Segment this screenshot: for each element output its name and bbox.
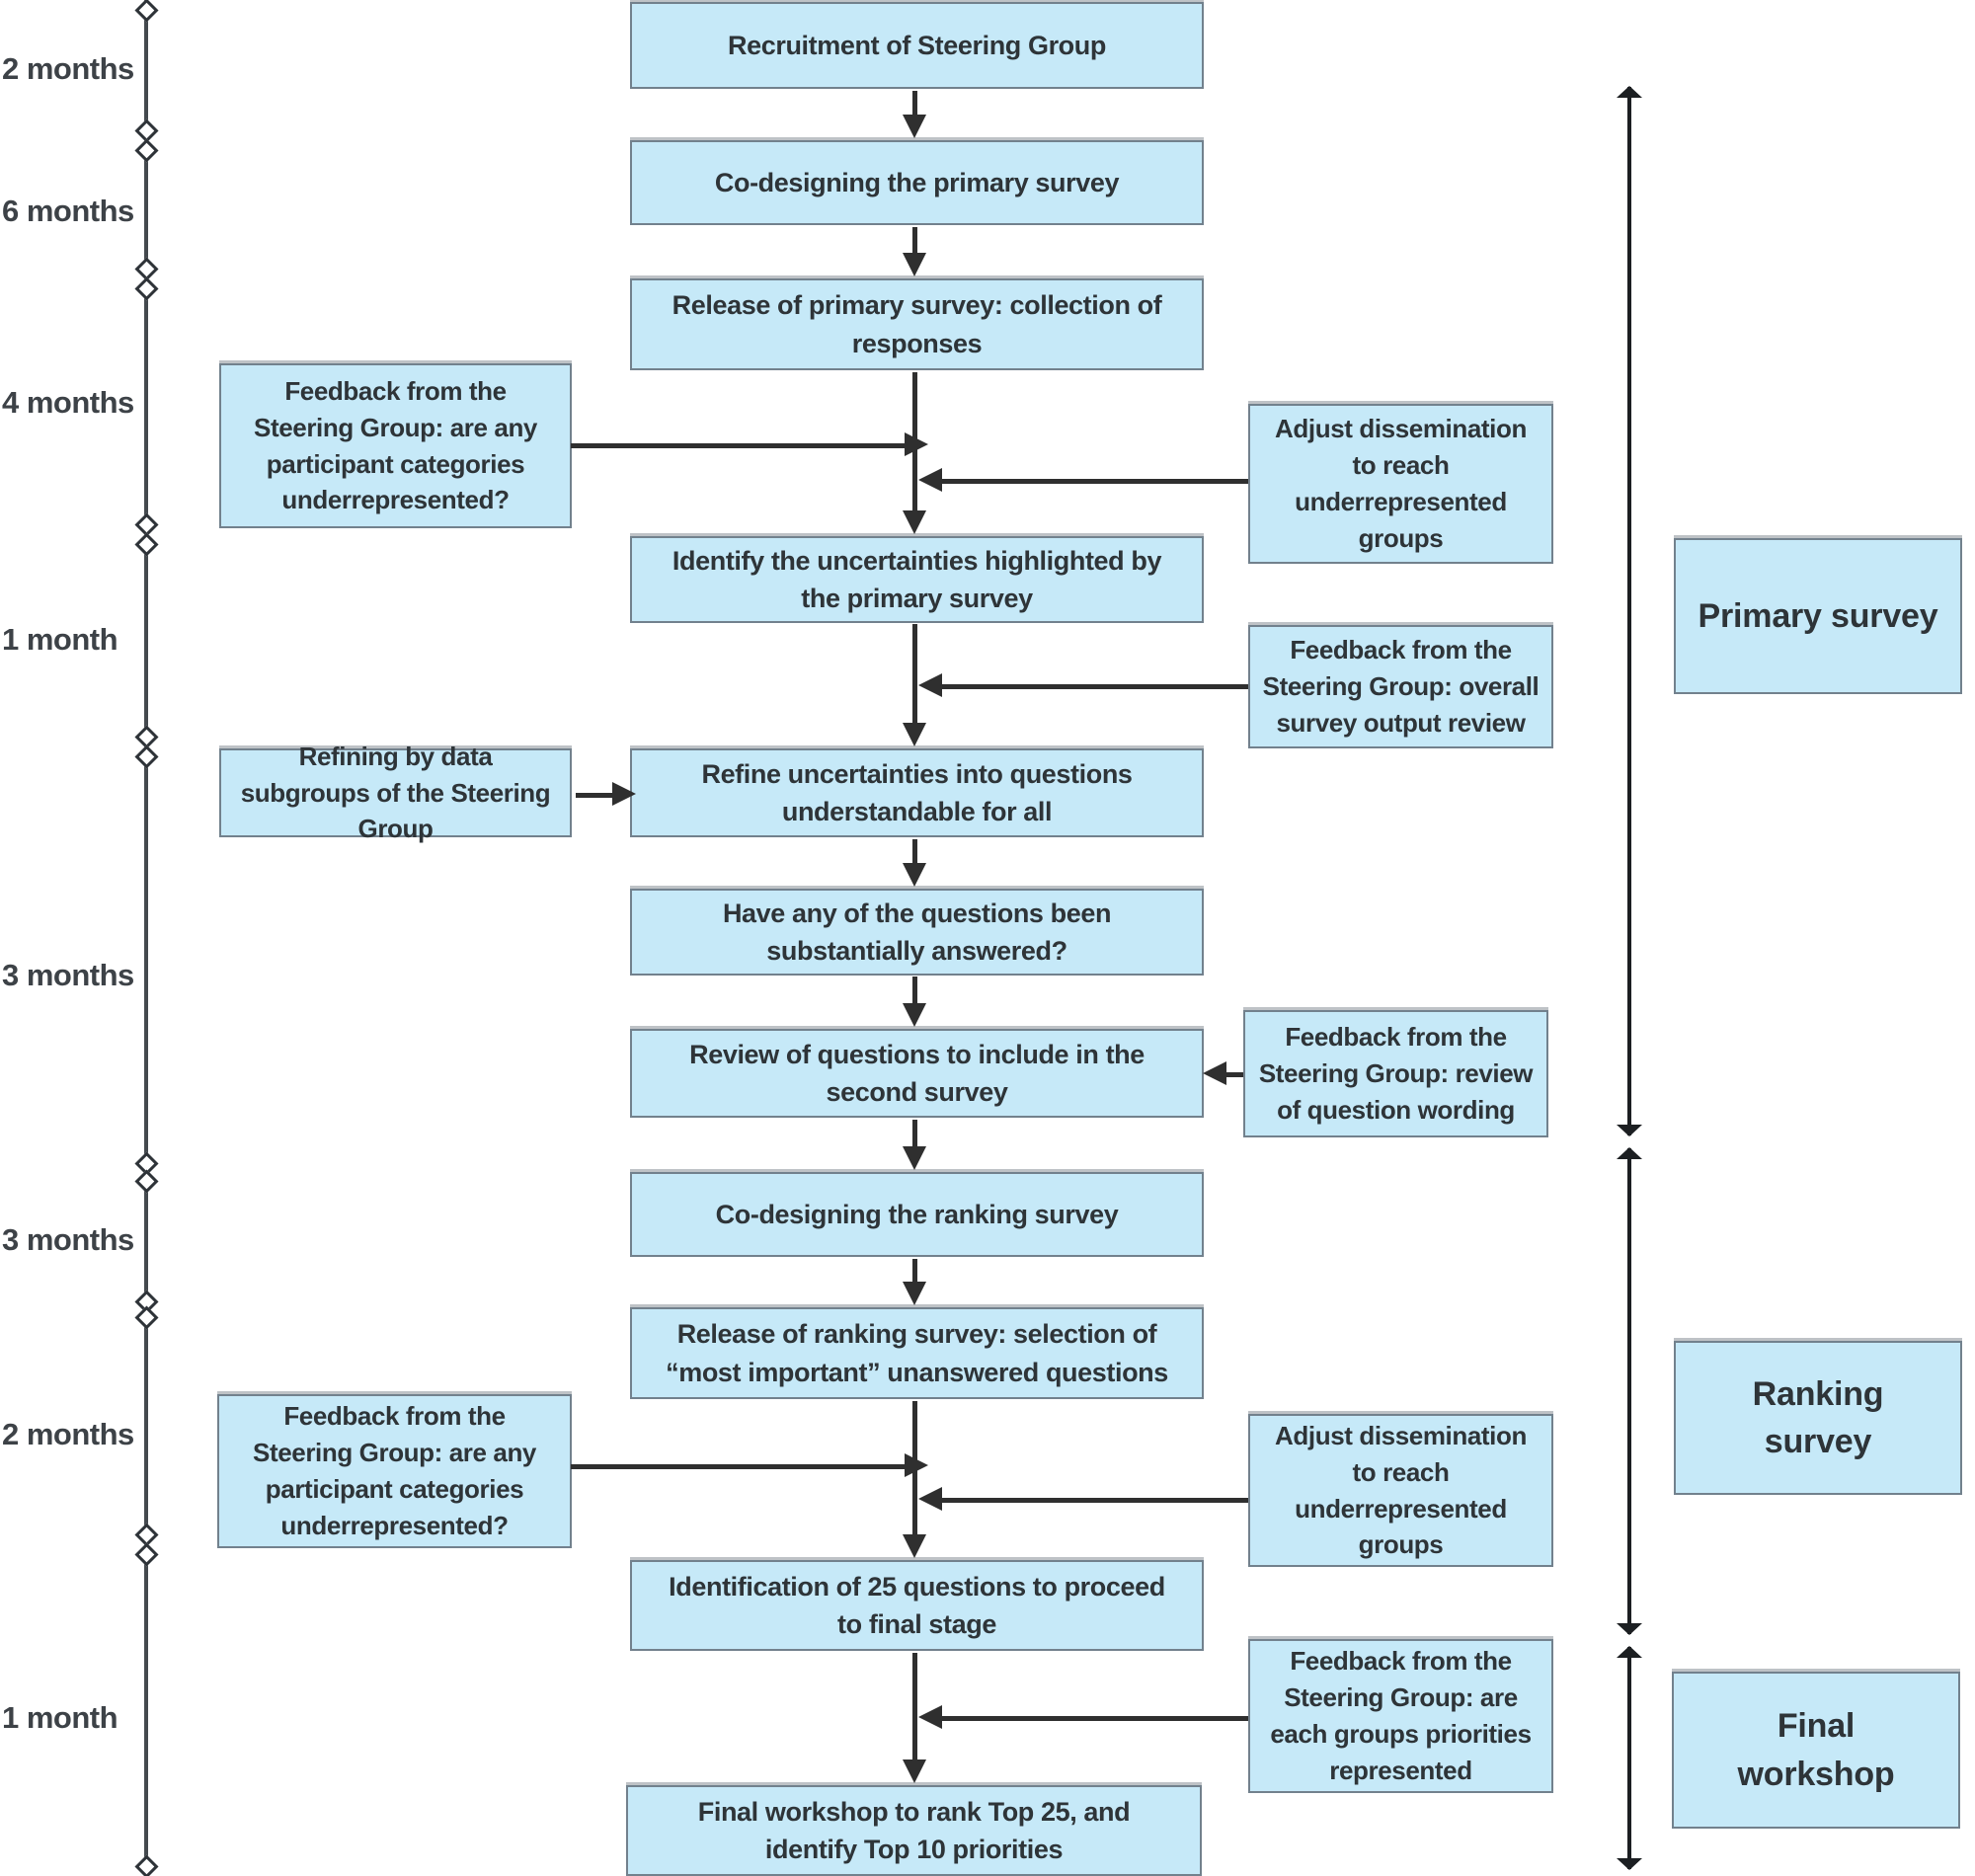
timeline-marker-icon (134, 1542, 159, 1567)
flow-step-release-primary: Release of primary survey: collection of… (630, 278, 1204, 370)
timeline-duration-label: 1 month (2, 1700, 118, 1735)
bracket-tick-up-icon (1617, 1147, 1642, 1159)
flow-step-codesign-ranking: Co-designing the ranking survey (630, 1172, 1204, 1257)
flow-arrow-down (912, 227, 917, 257)
note-feedback-question-wording: Feedback from the Steering Group: review… (1243, 1010, 1548, 1137)
bracket-tick-up-icon (1617, 1646, 1642, 1658)
flow-arrow-down (912, 1653, 917, 1763)
flow-step-codesign-primary: Co-designing the primary survey (630, 140, 1204, 225)
flow-arrow-down (912, 624, 917, 727)
timeline-duration-label: 3 months (2, 958, 134, 992)
arrowhead-left-icon (918, 468, 942, 492)
timeline-duration-label: 3 months (2, 1222, 134, 1257)
flow-step-final-workshop: Final workshop to rank Top 25, and ident… (626, 1785, 1202, 1876)
connector-arrow-left (938, 1716, 1248, 1721)
timeline-marker-icon (134, 744, 159, 769)
flow-arrow-down (912, 977, 917, 1007)
arrowhead-left-icon (1203, 1061, 1226, 1085)
timeline-marker-icon (134, 1169, 159, 1194)
arrowhead-left-icon (918, 1705, 942, 1729)
timeline-duration-label: 2 months (2, 1417, 134, 1451)
phase-label-ranking-survey: Ranking survey (1674, 1341, 1962, 1495)
arrowhead-down-icon (903, 1146, 926, 1170)
connector-arrow-left (938, 684, 1248, 689)
arrowhead-down-icon (903, 510, 926, 534)
arrowhead-down-icon (903, 723, 926, 746)
timeline-duration-label: 2 months (2, 51, 134, 86)
note-feedback-underrepresented-1: Feedback from the Steering Group: are an… (219, 363, 572, 528)
note-refining-data-subgroups: Refining by data subgroups of the Steeri… (219, 742, 572, 843)
flow-step-questions-answered: Have any of the questions been substanti… (630, 889, 1204, 976)
connector-arrow-left (1223, 1072, 1243, 1077)
note-feedback-priorities-represented: Feedback from the Steering Group: are ea… (1248, 1639, 1553, 1793)
connector-arrow-right (571, 443, 908, 448)
timeline-axis (144, 0, 148, 1876)
arrowhead-right-icon (612, 782, 636, 806)
timeline-marker-icon (134, 138, 159, 163)
flow-step-refine-uncertainties: Refine uncertainties into questions unde… (630, 748, 1204, 837)
bracket-tick-down-icon (1617, 1858, 1642, 1870)
flow-step-recruitment: Recruitment of Steering Group (630, 2, 1204, 89)
connector-arrow-right (576, 793, 616, 798)
timeline-marker-icon (134, 1305, 159, 1330)
bracket-tick-down-icon (1617, 1623, 1642, 1635)
arrowhead-down-icon (903, 115, 926, 138)
bracket-ranking-survey (1627, 1148, 1631, 1634)
flow-arrow-down (912, 91, 917, 118)
timeline-duration-label: 4 months (2, 385, 134, 420)
timeline-duration-label: 1 month (2, 622, 118, 657)
timeline-marker-icon (134, 532, 159, 557)
note-adjust-dissemination-1: Adjust dissemination to reach underrepre… (1248, 404, 1553, 564)
flow-step-identify-25-questions: Identification of 25 questions to procee… (630, 1560, 1204, 1651)
flow-step-identify-uncertainties: Identify the uncertainties highlighted b… (630, 536, 1204, 623)
connector-arrow-left (938, 479, 1248, 484)
flow-arrow-down (912, 1120, 917, 1150)
arrowhead-right-icon (905, 1453, 928, 1477)
arrowhead-down-icon (903, 1534, 926, 1558)
timeline-marker-icon (134, 276, 159, 301)
bracket-tick-up-icon (1617, 86, 1642, 98)
timeline-marker-icon (134, 1854, 159, 1876)
connector-arrow-right (571, 1464, 908, 1469)
phase-label-final-workshop: Final workshop (1672, 1672, 1960, 1829)
timeline-duration-label: 6 months (2, 194, 134, 228)
arrowhead-left-icon (918, 1487, 942, 1511)
note-feedback-underrepresented-2: Feedback from the Steering Group: are an… (217, 1394, 572, 1548)
timeline-marker-icon (134, 0, 159, 23)
arrowhead-down-icon (903, 253, 926, 276)
bracket-primary-survey (1627, 87, 1631, 1135)
flow-arrow-down (912, 839, 917, 867)
bracket-final-workshop (1627, 1647, 1631, 1869)
phase-label-primary-survey: Primary survey (1674, 538, 1962, 694)
bracket-tick-down-icon (1617, 1125, 1642, 1136)
flow-step-review-questions: Review of questions to include in the se… (630, 1029, 1204, 1118)
arrowhead-left-icon (918, 673, 942, 697)
arrowhead-down-icon (903, 1759, 926, 1783)
arrowhead-down-icon (903, 1282, 926, 1305)
arrowhead-down-icon (903, 863, 926, 887)
note-adjust-dissemination-2: Adjust dissemination to reach underrepre… (1248, 1414, 1553, 1567)
connector-arrow-left (938, 1498, 1248, 1503)
arrowhead-down-icon (903, 1003, 926, 1027)
flow-step-release-ranking: Release of ranking survey: selection of … (630, 1307, 1204, 1399)
arrowhead-right-icon (905, 432, 928, 456)
flow-arrow-down (912, 1259, 917, 1286)
note-feedback-output-review: Feedback from the Steering Group: overal… (1248, 625, 1553, 748)
